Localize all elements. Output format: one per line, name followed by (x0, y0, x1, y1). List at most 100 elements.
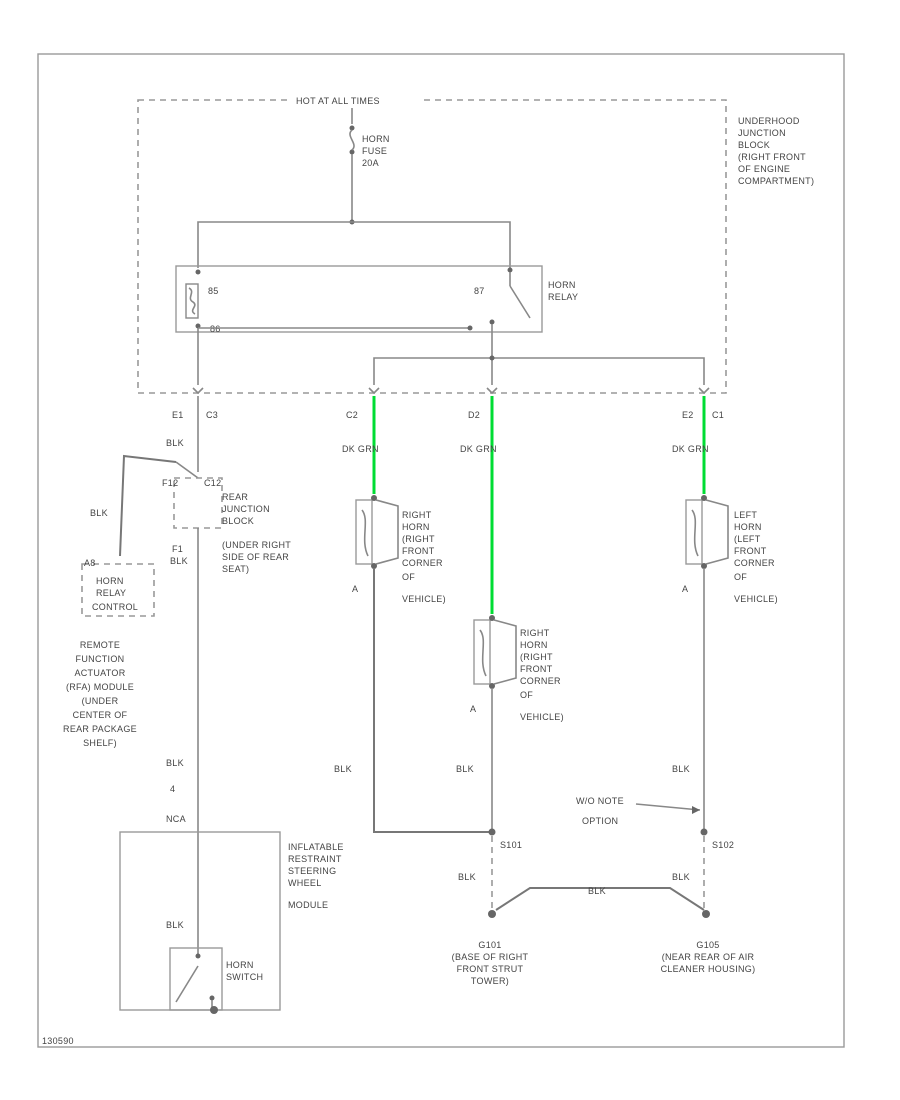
svg-text:WHEEL: WHEEL (288, 878, 322, 888)
svg-text:BLOCK: BLOCK (738, 140, 770, 150)
ground-g105 (702, 910, 710, 918)
svg-text:BLK: BLK (166, 920, 184, 930)
svg-text:S102: S102 (712, 840, 734, 850)
svg-text:C1: C1 (712, 410, 724, 420)
right-horn-2-label: RIGHT HORN (RIGHT FRONT CORNER OF VEHICL… (520, 628, 564, 722)
svg-text:RELAY: RELAY (96, 588, 126, 598)
svg-text:CORNER: CORNER (402, 558, 443, 568)
svg-text:VEHICLE): VEHICLE) (734, 594, 778, 604)
svg-text:HORN: HORN (362, 134, 390, 144)
svg-text:(RIGHT: (RIGHT (402, 534, 435, 544)
horn-switch-box (169, 947, 223, 1011)
svg-text:OF ENGINE: OF ENGINE (738, 164, 790, 174)
underhood-block-label: UNDERHOOD JUNCTION BLOCK (RIGHT FRONT OF… (738, 116, 814, 186)
ground-g101 (488, 910, 496, 918)
svg-text:A: A (682, 584, 688, 594)
svg-text:JUNCTION: JUNCTION (738, 128, 786, 138)
svg-text:A: A (470, 704, 476, 714)
splice-s102 (700, 828, 708, 836)
svg-text:FUSE: FUSE (362, 146, 387, 156)
svg-text:BLK: BLK (588, 886, 606, 896)
svg-text:C12: C12 (204, 478, 221, 488)
inflatable-restraint-module-box (119, 831, 281, 1011)
connector-markers (192, 387, 710, 395)
svg-text:87: 87 (474, 286, 485, 296)
figure-id: 130590 (42, 1036, 74, 1046)
svg-text:OF: OF (520, 690, 533, 700)
svg-text:4: 4 (170, 784, 175, 794)
svg-text:S101: S101 (500, 840, 522, 850)
svg-text:FUNCTION: FUNCTION (76, 654, 125, 664)
svg-text:85: 85 (208, 286, 219, 296)
svg-text:(NEAR REAR OF AIR: (NEAR REAR OF AIR (662, 952, 755, 962)
horn-switch-label: HORN SWITCH (226, 960, 263, 982)
svg-text:RELAY: RELAY (548, 292, 578, 302)
ground-g101-label: G101 (BASE OF RIGHT FRONT STRUT TOWER) (452, 940, 529, 986)
svg-text:86: 86 (210, 324, 221, 334)
svg-text:BLOCK: BLOCK (222, 516, 254, 526)
svg-text:BLK: BLK (672, 872, 690, 882)
svg-text:(LEFT: (LEFT (734, 534, 761, 544)
svg-text:DK GRN: DK GRN (460, 444, 497, 454)
svg-text:F12: F12 (162, 478, 178, 488)
svg-text:NCA: NCA (166, 814, 186, 824)
svg-text:FRONT: FRONT (734, 546, 767, 556)
svg-text:CORNER: CORNER (734, 558, 775, 568)
svg-text:BLK: BLK (456, 764, 474, 774)
horn-relay-label: HORN RELAY (548, 280, 578, 302)
svg-text:SHELF): SHELF) (83, 738, 117, 748)
svg-text:(RIGHT FRONT: (RIGHT FRONT (738, 152, 806, 162)
horn-fuse-symbol (349, 129, 355, 151)
svg-text:INFLATABLE: INFLATABLE (288, 842, 344, 852)
svg-text:D2: D2 (468, 410, 480, 420)
svg-text:SEAT): SEAT) (222, 564, 249, 574)
svg-text:SWITCH: SWITCH (226, 972, 263, 982)
left-horn-symbol (685, 495, 729, 569)
fuse-terminal-top (349, 125, 355, 131)
right-horn-2-symbol (473, 615, 517, 689)
svg-text:HORN: HORN (402, 522, 430, 532)
svg-text:REAR: REAR (222, 492, 248, 502)
svg-text:JUNCTION: JUNCTION (222, 504, 270, 514)
svg-text:F1: F1 (172, 544, 183, 554)
svg-text:(RIGHT: (RIGHT (520, 652, 553, 662)
svg-text:DK GRN: DK GRN (672, 444, 709, 454)
svg-text:E1: E1 (172, 410, 184, 420)
svg-text:REMOTE: REMOTE (80, 640, 120, 650)
svg-text:20A: 20A (362, 158, 379, 168)
svg-text:FRONT STRUT: FRONT STRUT (457, 964, 524, 974)
right-horn-1-symbol (355, 495, 399, 569)
horn-switch-ground (210, 1006, 218, 1014)
svg-text:A8: A8 (84, 558, 96, 568)
svg-text:BLK: BLK (170, 556, 188, 566)
diagram-frame (37, 53, 845, 1048)
svg-text:UNDERHOOD: UNDERHOOD (738, 116, 800, 126)
horn-switch-contact (175, 965, 199, 1003)
svg-text:OF: OF (734, 572, 747, 582)
left-horn-label: LEFT HORN (LEFT FRONT CORNER OF VEHICLE) (734, 510, 778, 604)
ground-g105-label: G105 (NEAR REAR OF AIR CLEANER HOUSING) (661, 940, 756, 974)
svg-text:OPTION: OPTION (582, 816, 618, 826)
fuse-terminal-bottom (349, 149, 355, 155)
svg-text:(RFA) MODULE: (RFA) MODULE (66, 682, 134, 692)
svg-text:SIDE OF REAR: SIDE OF REAR (222, 552, 289, 562)
svg-text:HORN: HORN (548, 280, 576, 290)
svg-text:CLEANER HOUSING): CLEANER HOUSING) (661, 964, 756, 974)
rear-junction-block-label: REAR JUNCTION BLOCK (UNDER RIGHT SIDE OF… (222, 492, 291, 574)
svg-text:FRONT: FRONT (520, 664, 553, 674)
svg-text:E2: E2 (682, 410, 694, 420)
svg-text:(UNDER: (UNDER (82, 696, 119, 706)
svg-text:VEHICLE): VEHICLE) (402, 594, 446, 604)
inflatable-module-label: INFLATABLE RESTRAINT STEERING WHEEL MODU… (288, 842, 344, 910)
rfa-module-label: REMOTE FUNCTION ACTUATOR (RFA) MODULE (U… (63, 640, 137, 748)
hot-at-all-times-label: HOT AT ALL TIMES (296, 96, 380, 106)
svg-text:BLK: BLK (166, 438, 184, 448)
svg-text:(BASE OF RIGHT: (BASE OF RIGHT (452, 952, 529, 962)
svg-text:RIGHT: RIGHT (520, 628, 550, 638)
svg-text:TOWER): TOWER) (471, 976, 509, 986)
svg-text:BLK: BLK (672, 764, 690, 774)
svg-text:G101: G101 (478, 940, 501, 950)
splice-s101 (488, 828, 496, 836)
svg-text:RESTRAINT: RESTRAINT (288, 854, 342, 864)
